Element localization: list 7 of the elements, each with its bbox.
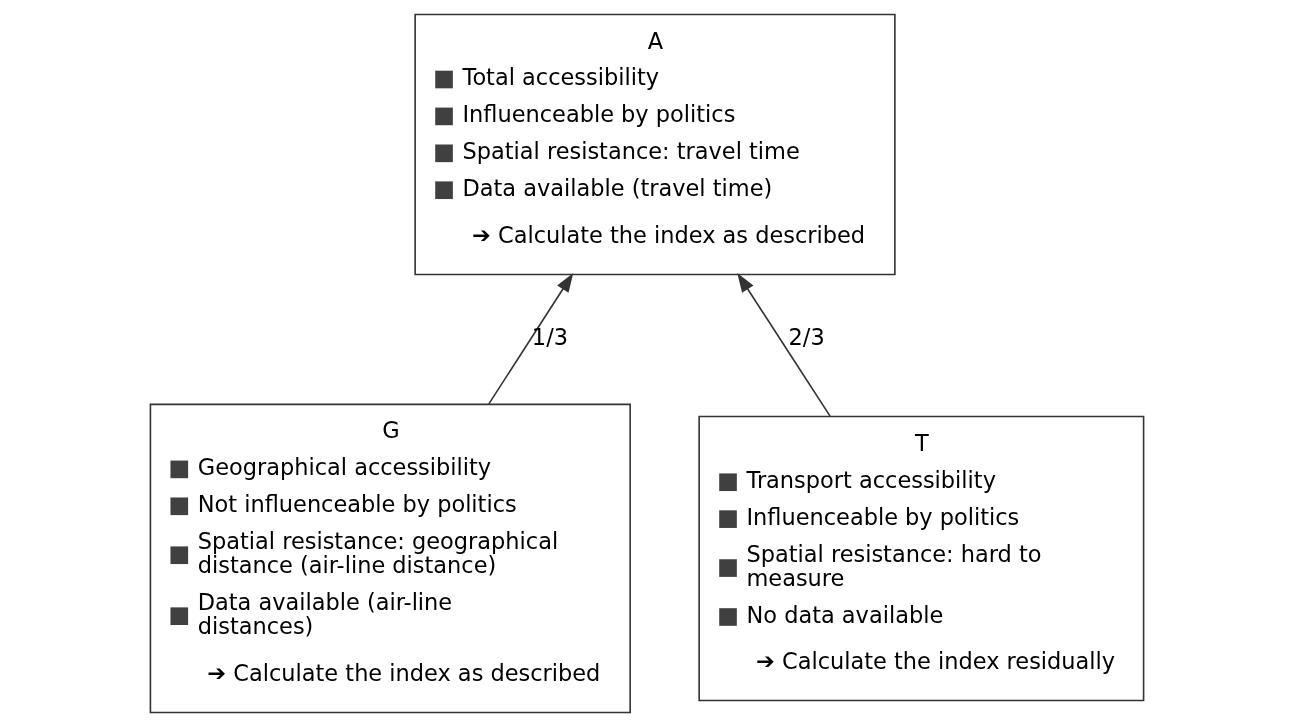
edge-label: 1/3 <box>531 324 568 351</box>
node-box: G Geographical accessibility Not influenceable by politics Spatial resistance: geographical distance (air-line distance) Data available (air-line distances) ➔ Calculate the index as described <box>149 403 631 714</box>
edge-label: 2/3 <box>788 324 825 351</box>
node-box: T Transport accessibility Influenceable by politics Spatial resistance: hard to measure No data available ➔ Calculate the index residually <box>698 415 1145 702</box>
node-box: A Total accessibility Influenceable by politics Spatial resistance: travel time Data available (travel time) ➔ Calculate the index as described <box>414 13 896 276</box>
arrow <box>737 272 831 417</box>
arrow <box>488 272 574 405</box>
